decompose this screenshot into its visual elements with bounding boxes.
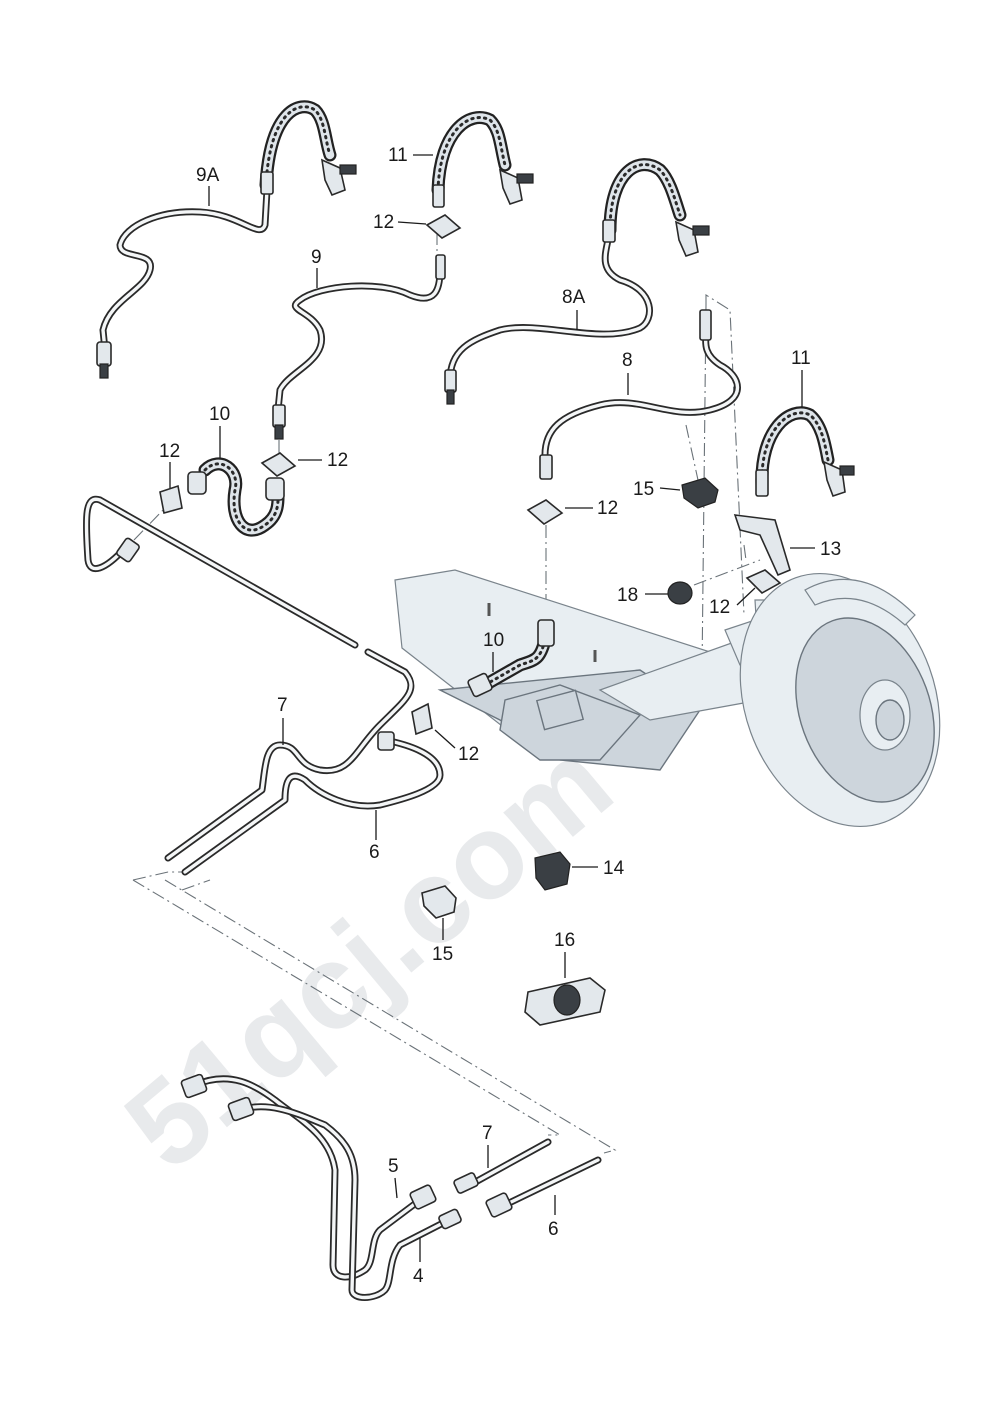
leader-lines [169,154,815,1262]
callout-18: 18 [617,585,638,606]
callout-12-mid-left: 12 [327,450,348,471]
callout-12-left: 12 [159,441,180,462]
callout-15-upper: 15 [633,479,654,500]
callout-12-bracket: 12 [709,597,730,618]
callout-6-lower: 6 [548,1219,559,1240]
callout-10-lower: 10 [483,630,504,651]
callout-11-top: 11 [388,145,408,166]
callout-11-right: 11 [791,348,811,369]
callout-5: 5 [388,1156,399,1177]
callout-12-lower: 12 [458,744,479,765]
brake-pipes [82,186,741,1301]
fittings [96,158,855,1230]
callout-12-mid: 12 [597,498,618,519]
callout-9a: 9A [196,165,220,186]
assembly-guide-lines [132,232,761,1154]
callout-16: 16 [554,930,575,951]
callout-8: 8 [622,350,633,371]
callout-12-top: 12 [373,212,394,233]
callout-7-upper: 7 [277,695,288,716]
callout-10-top: 10 [209,404,230,425]
rear-axle-assembly [394,569,941,828]
callout-13: 13 [820,539,841,560]
brake-hoses [198,100,835,692]
watermark: 51qcj.com [101,715,637,1195]
callout-4: 4 [413,1266,424,1287]
callout-9: 9 [311,247,322,268]
callout-6-upper: 6 [369,842,380,863]
callout-labels: 9A 11 12 9 8A 8 11 10 12 12 15 12 13 18 … [159,145,841,1287]
callout-15-lower: 15 [432,944,453,965]
callout-14: 14 [603,858,625,879]
callout-7-lower: 7 [482,1123,493,1144]
callout-8a: 8A [562,287,586,308]
